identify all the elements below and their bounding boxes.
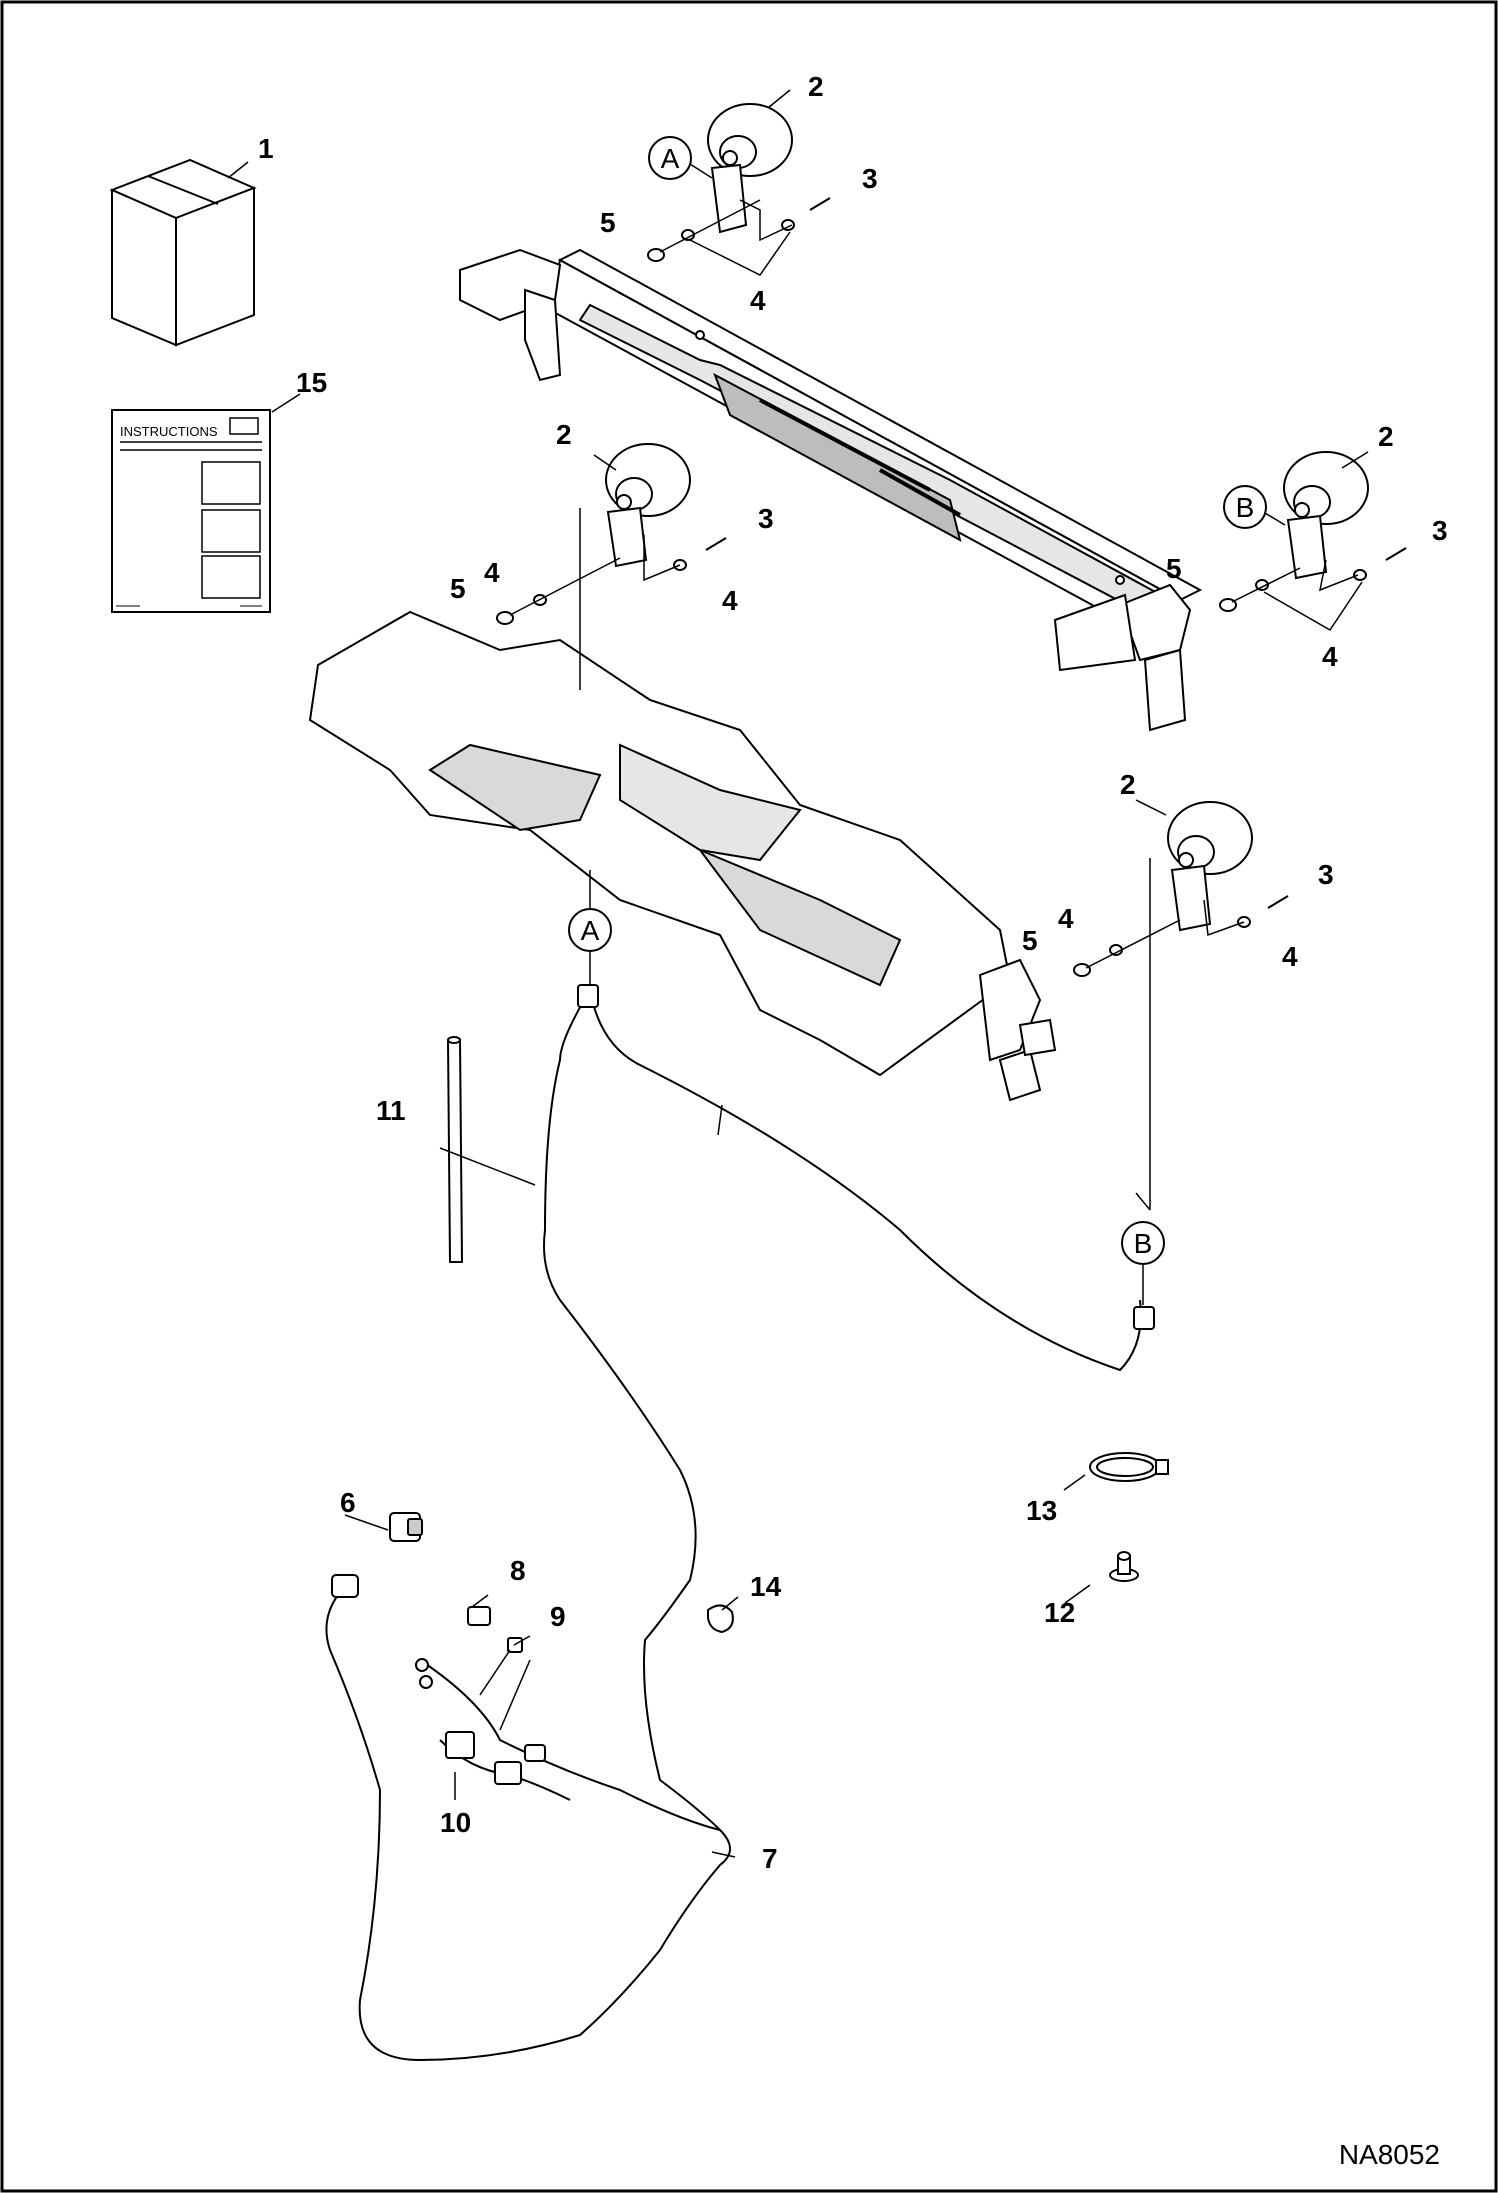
callout-4-left-b: 4 <box>722 585 738 616</box>
connector-label-a-top: A <box>661 143 680 174</box>
callout-3-right-top: 3 <box>1432 515 1448 546</box>
callout-11: 11 <box>376 1095 406 1126</box>
alignment-lines <box>509 199 1359 1210</box>
callout-7: 7 <box>762 1843 778 1874</box>
callout-3-top: 3 <box>862 163 878 194</box>
roof-panel <box>308 610 1057 1102</box>
instructions-sheet <box>111 409 271 613</box>
callout-8: 8 <box>510 1555 526 1586</box>
connector-circle-a-top: A <box>648 136 713 180</box>
callout-4-right-bottom-a: 4 <box>1058 903 1074 934</box>
callout-4-left-a: 4 <box>484 557 500 588</box>
instructions-label: INSTRUCTIONS <box>120 424 218 439</box>
callout-2-right-bottom: 2 <box>1120 769 1136 800</box>
connector-circle-b-top: B <box>1223 485 1286 529</box>
edge-trim <box>446 1036 464 1263</box>
harness-connectors <box>331 984 1155 1785</box>
callout-10: 10 <box>440 1807 471 1838</box>
connector-label-b-bottom: B <box>1134 1228 1153 1259</box>
callout-1: 1 <box>258 133 274 164</box>
work-light-top <box>707 103 793 234</box>
callouts: 1 15 2 3 5 4 2 3 4 5 4 2 3 5 4 2 3 4 5 4… <box>258 71 1448 1874</box>
callout-5-right-bottom: 5 <box>1022 925 1038 956</box>
work-light-left <box>605 443 691 568</box>
push-fastener <box>1109 1551 1139 1582</box>
callout-15: 15 <box>296 367 327 398</box>
callout-4-group-lines <box>689 231 1363 632</box>
connector-circle-a-bottom: A <box>568 908 612 985</box>
callout-2-right-top: 2 <box>1378 421 1394 452</box>
callout-2-left: 2 <box>556 419 572 450</box>
part-box <box>109 158 257 347</box>
callout-13: 13 <box>1026 1495 1057 1526</box>
callout-6: 6 <box>340 1487 356 1518</box>
callout-9: 9 <box>550 1601 566 1632</box>
work-light-right-bottom <box>1167 801 1253 932</box>
connector-label-a-bottom: A <box>581 915 600 946</box>
harness-clip <box>707 1604 734 1634</box>
callout-4-right-top: 4 <box>1322 641 1338 672</box>
callout-5-left: 5 <box>450 573 466 604</box>
callout-3-left: 3 <box>758 503 774 534</box>
connector-circle-b-bottom: B <box>1121 1221 1165 1305</box>
callout-14: 14 <box>750 1571 782 1602</box>
cable-tie <box>1089 1452 1169 1482</box>
callout-4-top: 4 <box>750 285 766 316</box>
callout-5-top: 5 <box>600 207 616 238</box>
leader-lines <box>227 89 1369 1858</box>
callout-5-right-top: 5 <box>1166 553 1182 584</box>
document-id: NA8052 <box>1339 2139 1440 2170</box>
work-light-right-top <box>1283 451 1369 580</box>
connector-label-b-top: B <box>1236 492 1255 523</box>
callout-2-top: 2 <box>808 71 824 102</box>
callout-3-right-bottom: 3 <box>1318 859 1334 890</box>
callout-4-right-bottom-b: 4 <box>1282 941 1298 972</box>
callout-12: 12 <box>1044 1597 1075 1628</box>
rear-light-bar <box>459 248 1203 732</box>
